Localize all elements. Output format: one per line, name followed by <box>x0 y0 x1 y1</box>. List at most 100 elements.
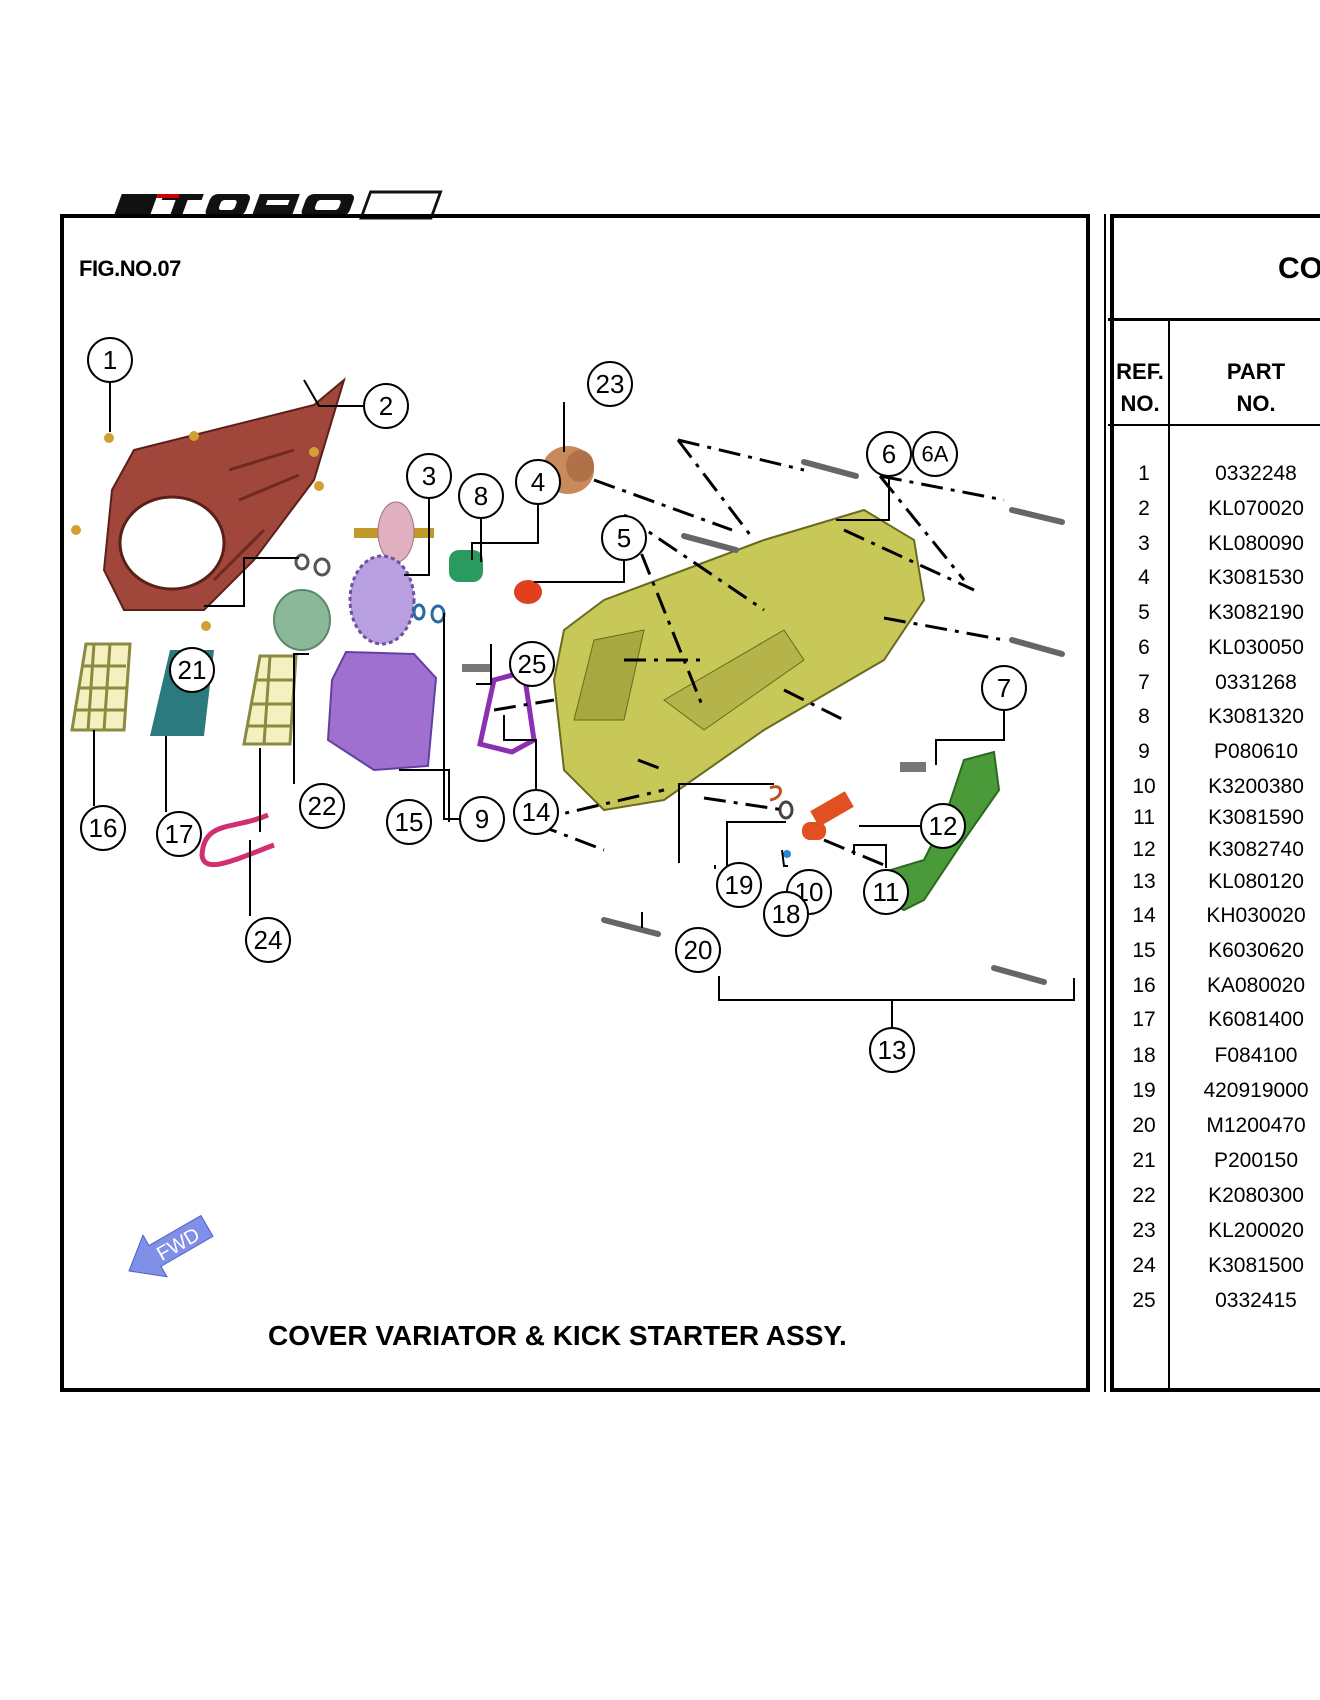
table-cell-ref: 16 <box>1132 974 1156 997</box>
table-cell-part-no: F084100 <box>1214 1044 1298 1067</box>
svg-text:25: 25 <box>518 649 547 679</box>
part-clip-19 <box>769 785 782 802</box>
table-header-top-rule <box>1108 318 1320 321</box>
svg-text:3: 3 <box>422 461 436 491</box>
svg-text:7: 7 <box>997 673 1011 703</box>
table-cell-ref: 24 <box>1132 1254 1156 1277</box>
table-cell-part-no: 0331268 <box>1215 671 1297 694</box>
svg-text:21: 21 <box>178 655 207 685</box>
table-cell-ref: 21 <box>1132 1149 1156 1172</box>
svg-text:14: 14 <box>522 797 551 827</box>
figure-frame <box>60 214 1090 1392</box>
callout-13: 13 <box>869 1027 915 1073</box>
part-washer-18 <box>778 800 794 820</box>
callouts: 1 2 3 4 5 6 6A 7 8 9 10 11 12 13 14 15 1… <box>80 337 1027 1073</box>
svg-text:12: 12 <box>929 811 958 841</box>
figure-number: FIG.NO.07 <box>79 256 181 281</box>
frame-divider <box>1104 214 1106 1392</box>
table-cell-part-no: K6081400 <box>1208 1008 1304 1031</box>
table-cell-ref: 9 <box>1138 740 1150 763</box>
svg-text:8: 8 <box>474 481 488 511</box>
callout-14: 14 <box>513 789 559 835</box>
part-washers-9 <box>412 603 446 624</box>
part-kick-lever-13 <box>872 750 1001 912</box>
table-frame <box>1110 214 1320 1392</box>
table-cell-ref: 4 <box>1138 566 1150 589</box>
svg-text:24: 24 <box>254 925 283 955</box>
table-cell-part-no: K6030620 <box>1208 939 1304 962</box>
table-cell-part-no: KL080120 <box>1208 870 1304 893</box>
svg-text:4: 4 <box>531 467 545 497</box>
svg-text:19: 19 <box>725 870 754 900</box>
callout-2: 2 <box>363 383 409 429</box>
callout-25: 25 <box>509 641 555 687</box>
table-cell-ref: 1 <box>1138 462 1150 485</box>
svg-text:16: 16 <box>89 813 118 843</box>
callout-21: 21 <box>169 647 215 693</box>
table-cell-ref: 2 <box>1138 497 1150 520</box>
exploded-view-diagram: 1 2 3 4 5 6 6A 7 8 9 10 11 12 13 14 15 1… <box>70 337 1075 1278</box>
table-title: CO <box>1278 252 1320 285</box>
callout-24: 24 <box>245 917 291 963</box>
part-bolt-7 <box>900 762 926 772</box>
table-cell-part-no: K3081500 <box>1208 1254 1304 1277</box>
table-cell-part-no: KH030020 <box>1206 904 1306 927</box>
fwd-arrow-icon: FWD <box>128 1214 214 1278</box>
ntorq-logo <box>113 190 443 220</box>
table-header-bottom-rule <box>1108 424 1320 426</box>
table-cell-part-no: K3200380 <box>1208 775 1304 798</box>
part-screws-1 <box>71 431 324 631</box>
callout-19: 19 <box>716 862 762 908</box>
table-cell-part-no: 0332415 <box>1215 1289 1297 1312</box>
table-cell-part-no: K3081590 <box>1208 806 1304 829</box>
callout-3: 3 <box>406 453 452 499</box>
callout-8: 8 <box>458 473 504 519</box>
header-part-no: PART NO. <box>1226 359 1286 416</box>
svg-text:20: 20 <box>684 935 713 965</box>
callout-11: 11 <box>863 869 909 915</box>
callout-22: 22 <box>299 783 345 829</box>
table-cell-ref: 22 <box>1132 1184 1156 1207</box>
table-cell-ref: 5 <box>1138 601 1150 624</box>
svg-text:5: 5 <box>617 523 631 553</box>
table-cell-part-no: K3082190 <box>1208 601 1304 624</box>
callout-16: 16 <box>80 805 126 851</box>
svg-text:11: 11 <box>873 877 900 907</box>
table-cell-ref: 25 <box>1132 1289 1156 1312</box>
svg-text:23: 23 <box>596 369 625 399</box>
svg-text:1: 1 <box>103 345 117 375</box>
table-cell-ref: 11 <box>1133 806 1155 829</box>
table-cell-part-no: KL200020 <box>1208 1219 1304 1242</box>
callout-6: 6 <box>866 431 912 477</box>
callout-6A: 6A <box>912 431 958 477</box>
table-cell-ref: 19 <box>1132 1079 1156 1102</box>
table-cell-part-no: K2080300 <box>1208 1184 1304 1207</box>
table-cell-ref: 23 <box>1132 1219 1156 1242</box>
callout-20: 20 <box>675 927 721 973</box>
table-cell-ref: 15 <box>1132 939 1156 962</box>
leader-lines <box>93 379 1075 1028</box>
table-cell-part-no: M1200470 <box>1206 1114 1306 1137</box>
svg-text:6A: 6A <box>922 442 949 467</box>
table-cell-ref: 3 <box>1138 532 1150 555</box>
callout-17: 17 <box>156 811 202 857</box>
table-cell-part-no: K3081320 <box>1208 705 1304 728</box>
table-cell-part-no: KL080090 <box>1208 532 1304 555</box>
callout-12: 12 <box>920 803 966 849</box>
svg-text:13: 13 <box>878 1035 907 1065</box>
callout-5: 5 <box>601 515 647 561</box>
svg-text:6: 6 <box>882 439 896 469</box>
part-spring-12 <box>802 791 854 840</box>
table-cell-ref: 13 <box>1132 870 1156 893</box>
header-ref-no: REF. NO. <box>1116 359 1164 416</box>
part-kick-shaft <box>354 501 434 563</box>
svg-text:2: 2 <box>379 391 393 421</box>
table-cell-part-no: KL070020 <box>1208 497 1304 520</box>
callout-1: 1 <box>87 337 133 383</box>
svg-text:15: 15 <box>395 807 424 837</box>
svg-text:22: 22 <box>308 791 337 821</box>
part-inner-cover <box>102 377 346 611</box>
part-bush-5 <box>514 580 542 604</box>
table-cell-ref: 6 <box>1138 636 1150 659</box>
table-cell-ref: 10 <box>1132 775 1156 798</box>
